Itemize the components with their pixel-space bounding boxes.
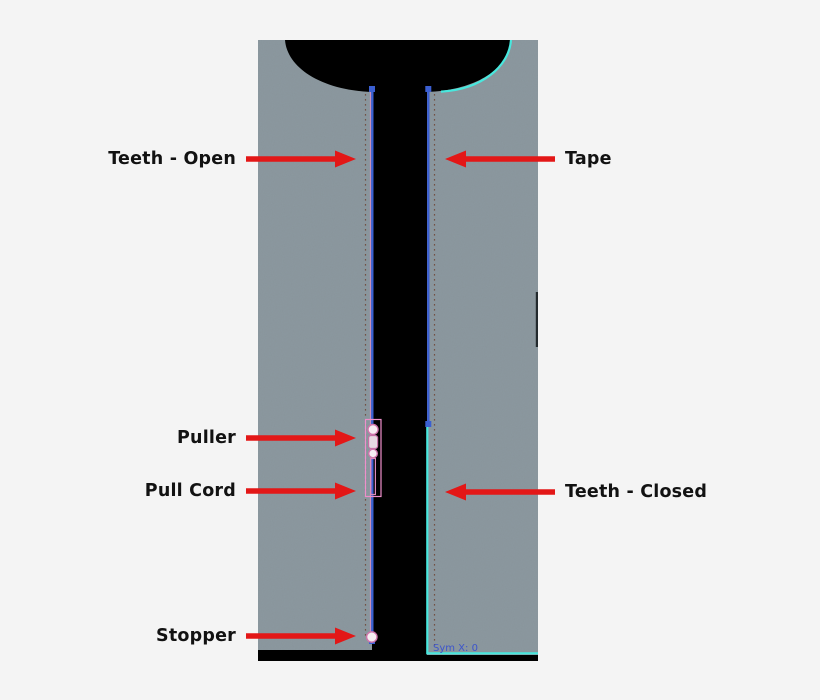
zipper-viewport: Sym X: 0 — [258, 40, 538, 661]
annotation-pull-cord: Pull Cord — [145, 480, 357, 502]
annotation-puller: Puller — [177, 427, 357, 449]
handle-top-left — [369, 86, 375, 92]
neckline-outline-cyan — [440, 40, 513, 93]
stopper-label: Stopper — [156, 626, 236, 646]
sym-x-label: Sym X: 0 — [433, 643, 478, 654]
pull-cord-label: Pull Cord — [144, 481, 236, 501]
puller-selection-box — [364, 418, 382, 498]
handle-mid-right — [425, 421, 432, 427]
puller-body — [367, 434, 379, 450]
garment-render: Sym X: 0 — [258, 40, 538, 661]
right-edge-mark — [535, 292, 538, 347]
annotation-stopper: Stopper — [156, 625, 357, 647]
tape-label: Tape — [565, 149, 612, 169]
puller-graphic — [364, 418, 382, 498]
handle-top-right — [425, 86, 432, 92]
annotation-teeth-closed: Teeth - Closed — [444, 481, 707, 503]
arrow-right-icon — [246, 429, 356, 447]
arrow-right-icon — [246, 627, 356, 645]
arrow-right-icon — [246, 482, 356, 500]
arrow-right-icon — [246, 150, 356, 168]
stopper-graphic — [365, 631, 378, 643]
annotation-teeth-open: Teeth - Open — [108, 148, 357, 170]
arrow-left-icon — [445, 483, 555, 501]
puller-label: Puller — [177, 428, 236, 448]
puller-ring-top — [367, 423, 379, 436]
arrow-left-icon — [445, 150, 555, 168]
tape-outline-cyan — [426, 425, 538, 655]
annotation-tape: Tape — [444, 148, 612, 170]
pull-cord-graphic — [370, 457, 377, 496]
teeth-closed-label: Teeth - Closed — [565, 482, 708, 502]
teeth-open-label: Teeth - Open — [108, 149, 236, 169]
puller-ring-bottom — [367, 448, 378, 459]
